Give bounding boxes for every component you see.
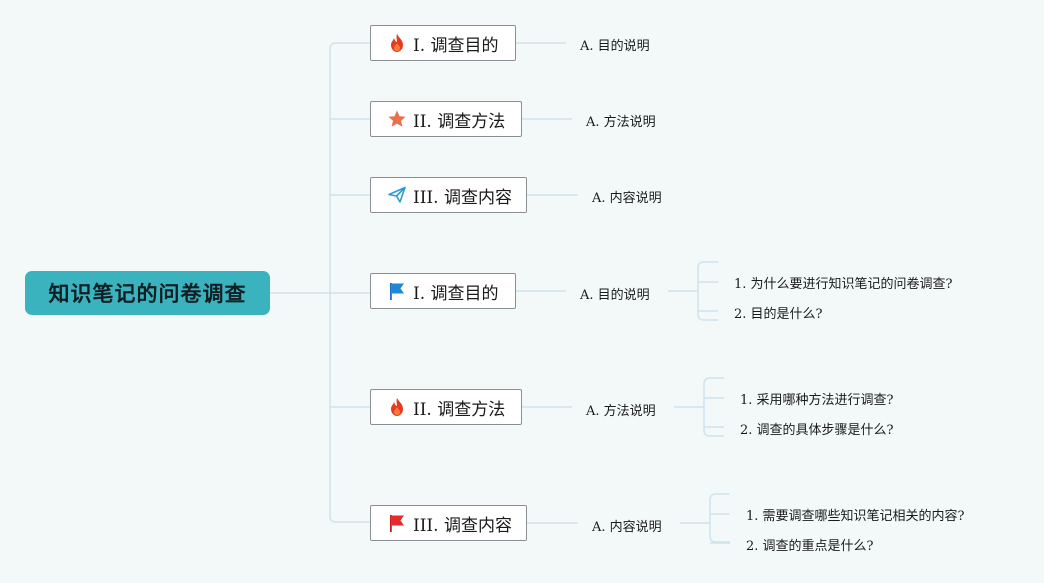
branch-label: II. 调查方法: [413, 111, 506, 132]
paper-plane-icon: [387, 185, 407, 205]
blue-flag-icon: [387, 281, 407, 301]
branch-label: I. 调查目的: [413, 283, 499, 304]
leaf-question[interactable]: 1. 需要调查哪些知识笔记相关的内容?: [746, 509, 965, 524]
root-topic[interactable]: 知识笔记的问卷调查: [25, 271, 270, 315]
red-flag-icon: [387, 513, 407, 533]
subtopic-method-desc-1[interactable]: A. 方法说明: [586, 115, 656, 130]
branch-label: I. 调查目的: [413, 35, 499, 56]
branch-topic-content-2[interactable]: III. 调查内容: [370, 505, 527, 541]
branch-label: II. 调查方法: [413, 399, 506, 420]
branch-topic-purpose-2[interactable]: I. 调查目的: [370, 273, 516, 309]
subtopic-content-desc-1[interactable]: A. 内容说明: [592, 191, 662, 206]
subtopic-purpose-desc-2[interactable]: A. 目的说明: [580, 288, 650, 303]
subtopic-method-desc-2[interactable]: A. 方法说明: [586, 404, 656, 419]
leaf-question[interactable]: 2. 目的是什么?: [734, 307, 823, 322]
branch-label: III. 调查内容: [413, 515, 512, 536]
leaf-question[interactable]: 2. 调查的重点是什么?: [746, 539, 874, 554]
branch-topic-method-2[interactable]: II. 调查方法: [370, 389, 522, 425]
leaf-question[interactable]: 1. 为什么要进行知识笔记的问卷调查?: [734, 277, 953, 292]
subtopic-content-desc-2[interactable]: A. 内容说明: [592, 520, 662, 535]
star-icon: [387, 109, 407, 129]
fire-icon: [387, 397, 407, 417]
branch-topic-content-1[interactable]: III. 调查内容: [370, 177, 527, 213]
branch-topic-purpose-1[interactable]: I. 调查目的: [370, 25, 516, 61]
subtopic-purpose-desc-1[interactable]: A. 目的说明: [580, 39, 650, 54]
fire-icon: [387, 33, 407, 53]
branch-topic-method-1[interactable]: II. 调查方法: [370, 101, 522, 137]
branch-label: III. 调查内容: [413, 187, 512, 208]
leaf-question[interactable]: 1. 采用哪种方法进行调查?: [740, 393, 894, 408]
leaf-question[interactable]: 2. 调查的具体步骤是什么?: [740, 423, 894, 438]
